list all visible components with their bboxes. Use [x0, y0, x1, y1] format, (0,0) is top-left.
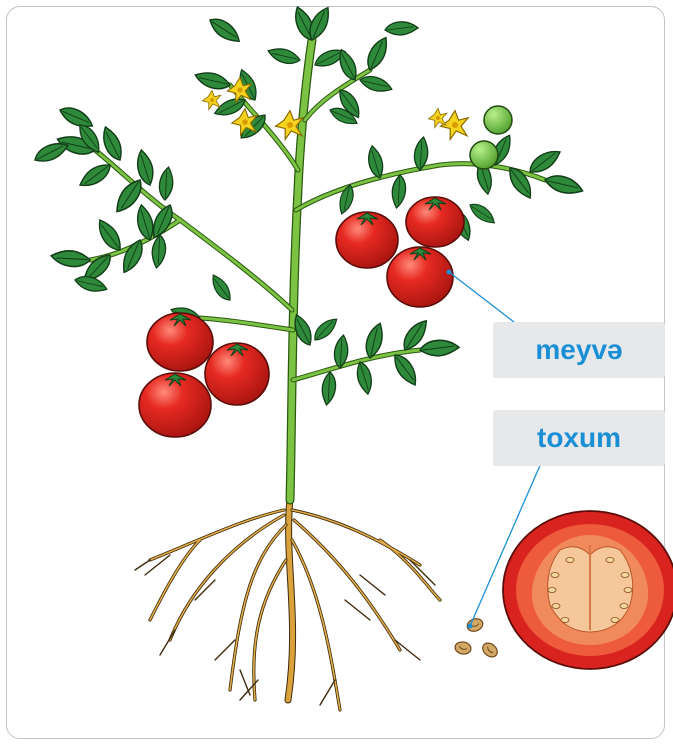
fruit-label-text: meyvə: [535, 334, 622, 366]
roots: [135, 498, 440, 710]
seed-pointer-dot: [468, 624, 473, 629]
seeds: [454, 617, 500, 660]
seed-label-text: toxum: [537, 422, 621, 454]
tomato-cross-section: [503, 511, 673, 669]
seed-label: toxum: [493, 410, 665, 466]
fruit-pointer-dot: [447, 270, 452, 275]
fruit-label: meyvə: [493, 322, 665, 378]
ripe-tomatoes: [139, 197, 464, 437]
